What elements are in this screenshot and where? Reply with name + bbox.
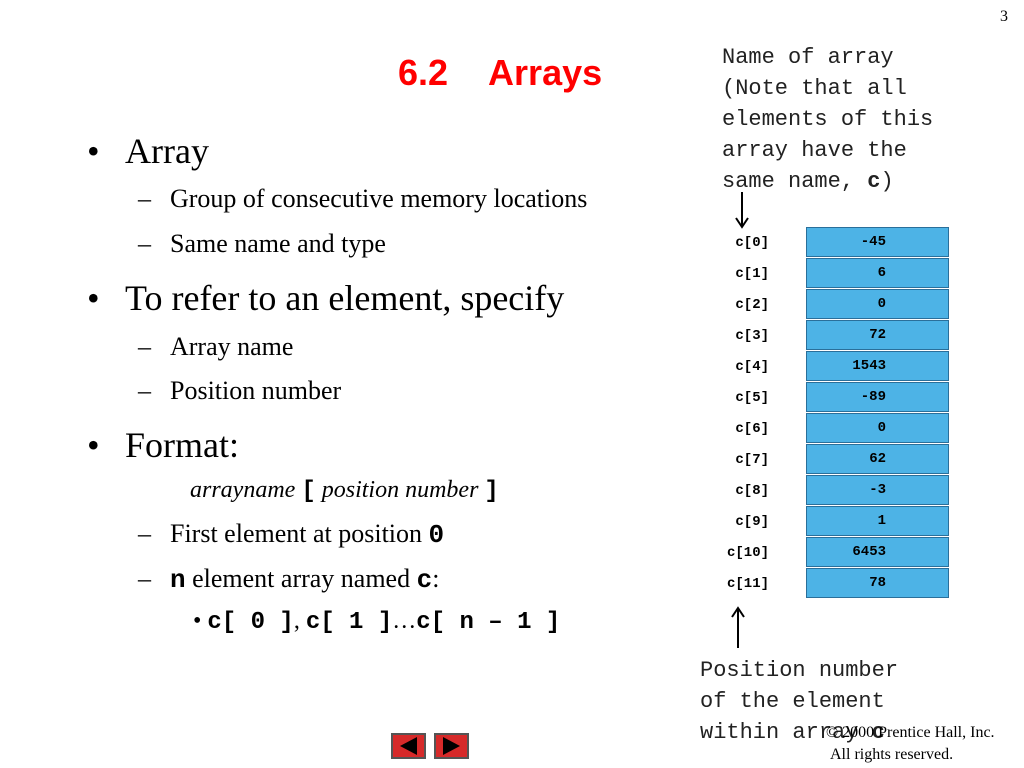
position-number-note-text: Position number of the element within ar… — [700, 658, 899, 745]
format-bracket-close: ] — [484, 478, 499, 505]
array-cell — [806, 506, 949, 536]
sub-bullet-position-number: –Position number — [138, 376, 342, 405]
array-index-label: c[3] — [735, 328, 769, 344]
array-cell-value: 0 — [877, 296, 886, 312]
array-index-label: c[8] — [735, 483, 769, 499]
bullet-dot: • — [87, 278, 100, 318]
array-cell — [806, 444, 949, 474]
bullet-dot: • — [87, 425, 100, 465]
array-cell-value: 1543 — [852, 358, 886, 374]
example-c0: c[ 0 ] — [207, 609, 294, 636]
bullet-dot: • — [193, 608, 202, 634]
colon: : — [432, 564, 440, 593]
format-bracket-open: [ — [301, 478, 316, 505]
arrow-right-icon — [443, 737, 460, 755]
array-cell — [806, 475, 949, 505]
array-cell — [806, 568, 949, 598]
copyright-line2: All rights reserved. — [830, 746, 954, 763]
format-position-number: position number — [321, 477, 479, 503]
array-name-note-c: c — [867, 169, 881, 194]
n-variable: n — [170, 565, 186, 595]
array-cell — [806, 289, 949, 319]
bullet-format: • Format: — [87, 424, 239, 466]
array-name-note-close: ) — [880, 169, 894, 194]
array-cell-value: 78 — [869, 575, 886, 591]
copyright: © 2000 Prentice Hall, Inc. All rights res… — [826, 722, 995, 766]
example-cn: c[ n – 1 ] — [416, 609, 561, 636]
c-variable: c — [416, 565, 433, 595]
bullet-array: • Array — [87, 130, 209, 172]
example-comma: , — [293, 608, 300, 634]
previous-slide-button[interactable] — [391, 733, 426, 759]
array-index-label: c[7] — [735, 452, 769, 468]
array-cell-value: 62 — [869, 451, 886, 467]
position-number-note-c: c — [871, 720, 885, 745]
array-index-label: c[9] — [735, 514, 769, 530]
slide-title: 6.2 Arrays — [398, 52, 603, 93]
array-cell — [806, 382, 949, 412]
array-cell — [806, 258, 949, 288]
bullet-dot: • — [87, 131, 100, 171]
arrow-down-icon — [735, 192, 749, 229]
copyright-line1: © 2000 Prentice Hall, Inc. — [826, 724, 995, 741]
arrow-left-icon — [400, 737, 417, 755]
array-index-label: c[5] — [735, 390, 769, 406]
array-index-label: c[1] — [735, 266, 769, 282]
array-cell — [806, 351, 949, 381]
array-cell-value: -45 — [860, 234, 886, 250]
bullet-array-text: Array — [125, 131, 209, 171]
array-cell-value: 0 — [877, 420, 886, 436]
sub-sub-bullet-examples: • c[ 0 ], c[ 1 ]…c[ n – 1 ] — [193, 608, 560, 636]
array-cell-value: -89 — [860, 389, 886, 405]
bullet-format-text: Format: — [125, 425, 239, 465]
array-index-label: c[6] — [735, 421, 769, 437]
array-name-note-text: Name of array (Note that all elements of… — [722, 45, 934, 194]
array-index-label: c[4] — [735, 359, 769, 375]
sub-bullet-text: Group of consecutive memory locations — [170, 184, 588, 213]
sub-bullet-array-name: –Array name — [138, 332, 294, 361]
sub-bullet-text: First element at position — [170, 519, 429, 548]
sub-bullet-text: Position number — [170, 376, 342, 405]
format-syntax: arrayname [ position number ] — [190, 477, 499, 505]
sub-bullet-text: element array named — [185, 564, 417, 593]
first-zero: 0 — [428, 520, 445, 550]
array-cell-value: 1 — [877, 513, 886, 529]
array-cell-value: -3 — [869, 482, 886, 498]
array-cell-value: 6 — [877, 265, 886, 281]
position-number-note: Position number of the element within ar… — [700, 655, 898, 748]
array-cell — [806, 320, 949, 350]
array-name-note: Name of array (Note that all elements of… — [722, 42, 933, 197]
array-index-label: c[2] — [735, 297, 769, 313]
sub-bullet-consecutive: –Group of consecutive memory locations — [138, 184, 588, 213]
array-cell — [806, 227, 949, 257]
sub-bullet-text: Array name — [170, 332, 294, 361]
array-cell-value: 6453 — [852, 544, 886, 560]
slide-number: 3 — [1000, 8, 1008, 25]
example-ellipsis: … — [392, 608, 417, 634]
array-cell — [806, 537, 949, 567]
array-index-label: c[11] — [726, 576, 769, 592]
array-cell — [806, 413, 949, 443]
bullet-refer-text: To refer to an element, specify — [125, 278, 565, 318]
arrow-up-icon — [731, 606, 745, 648]
array-cell-value: 72 — [869, 327, 886, 343]
next-slide-button[interactable] — [434, 733, 469, 759]
example-c1: c[ 1 ] — [305, 609, 393, 636]
array-index-label: c[10] — [726, 545, 769, 561]
sub-bullet-same-name: –Same name and type — [138, 229, 386, 258]
sub-bullet-first-element: –First element at position 0 — [138, 519, 445, 550]
bullet-refer: • To refer to an element, specify — [87, 277, 564, 319]
sub-bullet-text: Same name and type — [170, 229, 386, 258]
array-index-label: c[0] — [735, 235, 769, 251]
format-arrayname: arrayname — [190, 477, 296, 503]
sub-bullet-n-element: –n element array named c: — [138, 564, 440, 595]
